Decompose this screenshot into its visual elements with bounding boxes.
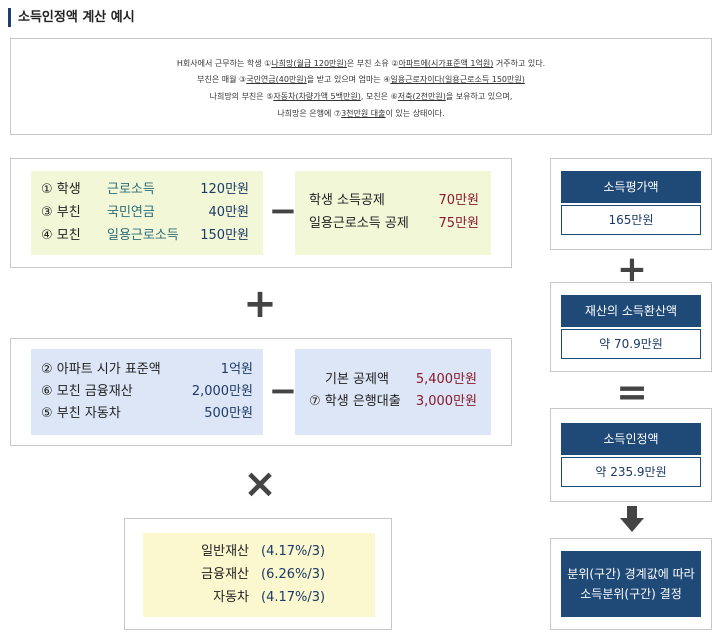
income-row-mother: ④ 모친 일용근로소득 150만원 [41,227,249,244]
deduction-label: 기본 공제액 [325,372,389,387]
deduction-amount: 70만원 [438,193,479,208]
scenario-underlined: 나희망(월급 120만원) [271,59,347,68]
scenario-text: 부친은 매월 ③ [197,75,247,84]
income-who: ① 학생 [41,182,81,197]
minus-operator: − [268,191,298,231]
rate-label: 금융재산 [201,567,249,582]
scenario-underlined: 국민연금(40만원) [246,75,307,84]
rate-label: 일반재산 [201,544,249,559]
income-kind: 일용근로소득 [107,228,179,243]
property-amount: 1억원 [220,362,253,377]
deduction-amount: 75만원 [438,216,479,231]
minus-operator: − [268,371,298,411]
property-label: ⑥ 모친 금융재산 [41,384,133,399]
equals-operator: = [616,370,648,414]
scenario-box: H회사에서 근무하는 학생 ①나희망(월급 120만원)은 부친 소유 ②아파트… [10,38,712,135]
income-eval-value: 165만원 [561,205,701,235]
income-row-father: ③ 부친 국민연금 40만원 [41,204,249,221]
income-block: ① 학생 근로소득 120만원 ③ 부친 국민연금 40만원 ④ 모친 일용근로소득 150… [10,158,512,268]
income-row-student: ① 학생 근로소득 120만원 [41,181,249,198]
deduction-label: 일용근로소득 공제 [309,216,409,231]
arrow-down-icon [620,506,644,532]
scenario-underlined: 일용근로자이다(일용근로소득 150만원) [390,75,525,84]
scenario-line-2: 부친은 매월 ③국민연금(40만원)을 받고 있으며 엄마는 ④일용근로자이다(… [11,74,711,86]
scenario-underlined: 아파트에(시가표준액 1억원) [398,59,494,68]
property-row-car: ⑤ 부친 자동차 500만원 [41,405,253,422]
property-block: ② 아파트 시가 표준액 1억원 ⑥ 모친 금융재산 2,000만원 ⑤ 부친 자동… [10,338,512,446]
rate-row-general: 일반재산 (4.17%/3) [163,543,325,560]
income-kind: 근로소득 [107,182,155,197]
scenario-text: , 모친은 ⑥ [360,92,398,101]
recognized-income-value: 약 235.9만원 [561,457,701,487]
scenario-text: 을 보유하고 있으며, [445,92,513,101]
property-conversion-box: 재산의 소득환산액 약 70.9만원 [550,282,712,372]
income-sources-panel: ① 학생 근로소득 120만원 ③ 부친 국민연금 40만원 ④ 모친 일용근로소득 150… [31,171,263,255]
decile-box: 분위(구간) 경계값에 따라 소득분위(구간) 결정 [550,538,712,630]
rate-value: (6.26%/3) [261,567,326,582]
rate-label: 자동차 [213,590,249,605]
recognized-income-box: 소득인정액 약 235.9만원 [550,408,712,502]
property-panel: ② 아파트 시가 표준액 1억원 ⑥ 모친 금융재산 2,000만원 ⑤ 부친 자동… [31,349,263,435]
rate-value: (4.17%/3) [261,544,326,559]
deduction-amount: 3,000만원 [415,394,477,409]
recognized-income-heading: 소득인정액 [561,423,701,455]
scenario-underlined: 자동차(차량가액 5백만원) [273,92,361,101]
deduction-row-student: 학생 소득공제 70만원 [309,192,479,209]
property-label: ② 아파트 시가 표준액 [41,362,161,377]
scenario-text: 을 받고 있으며 엄마는 ④ [306,75,391,84]
scenario-line-3: 나희망의 부친은 ⑤자동차(차량가액 5백만원), 모친은 ⑥저축(2천만원)을… [11,91,711,103]
rate-row-car: 자동차 (4.17%/3) [163,589,325,606]
deduction-amount: 5,400만원 [415,372,477,387]
income-eval-heading: 소득평가액 [561,171,701,203]
scenario-underlined: 저축(2천만원) [397,92,446,101]
deduction-row-daily: 일용근로소득 공제 75만원 [309,215,479,232]
plus-operator: + [243,281,277,327]
property-row-apartment: ② 아파트 시가 표준액 1억원 [41,361,253,378]
deduction-row-basic: 기본 공제액 5,400만원 [325,371,477,388]
deduction-label: ⑦ 학생 은행대출 [309,394,401,409]
property-label: ⑤ 부친 자동차 [41,406,121,421]
income-amount: 40만원 [208,205,249,220]
property-conversion-value: 약 70.9만원 [561,329,701,359]
scenario-text: 나희망의 부친은 ⑤ [209,92,274,101]
decile-line-1: 분위(구간) 경계값에 따라 [567,567,695,581]
times-operator: × [243,461,277,507]
scenario-line-1: H회사에서 근무하는 학생 ①나희망(월급 120만원)은 부친 소유 ②아파트… [11,58,711,70]
property-amount: 2,000만원 [191,384,253,399]
deduction-row-loan: ⑦ 학생 은행대출 3,000만원 [309,393,477,410]
property-deductions-panel: 기본 공제액 5,400만원 ⑦ 학생 은행대출 3,000만원 [295,349,491,435]
property-amount: 500만원 [204,406,253,421]
scenario-underlined: 3천만원 대출 [341,109,386,118]
scenario-line-4: 나희망은 은행에 ⑦3천만원 대출이 있는 상태이다. [11,108,711,120]
decile-panel: 분위(구간) 경계값에 따라 소득분위(구간) 결정 [561,551,701,617]
scenario-text: 나희망은 은행에 ⑦ [277,109,342,118]
income-eval-box: 소득평가액 165만원 [550,158,712,250]
income-who: ③ 부친 [41,205,81,220]
income-amount: 150만원 [200,228,249,243]
page-title: 소득인정액 계산 예시 [18,10,135,25]
scenario-text: 은 부친 소유 ② [346,59,399,68]
income-amount: 120만원 [200,182,249,197]
income-deductions-panel: 학생 소득공제 70만원 일용근로소득 공제 75만원 [295,171,491,255]
title-accent-bar [8,8,11,27]
property-row-savings: ⑥ 모친 금융재산 2,000만원 [41,383,253,400]
rate-row-financial: 금융재산 (6.26%/3) [163,566,325,583]
scenario-text: 이 있는 상태이다. [385,109,445,118]
decile-line-2: 소득분위(구간) 결정 [580,587,682,601]
income-who: ④ 모친 [41,228,81,243]
rates-block: 일반재산 (4.17%/3) 금융재산 (6.26%/3) 자동차 (4.17%/3) [124,518,392,630]
scenario-text: 거주하고 있다. [493,59,546,68]
rate-value: (4.17%/3) [261,590,326,605]
scenario-text: H회사에서 근무하는 학생 ① [176,59,272,68]
income-kind: 국민연금 [107,205,155,220]
deduction-label: 학생 소득공제 [309,193,385,208]
rates-panel: 일반재산 (4.17%/3) 금융재산 (6.26%/3) 자동차 (4.17%/3) [143,533,375,617]
property-conversion-heading: 재산의 소득환산액 [561,295,701,327]
